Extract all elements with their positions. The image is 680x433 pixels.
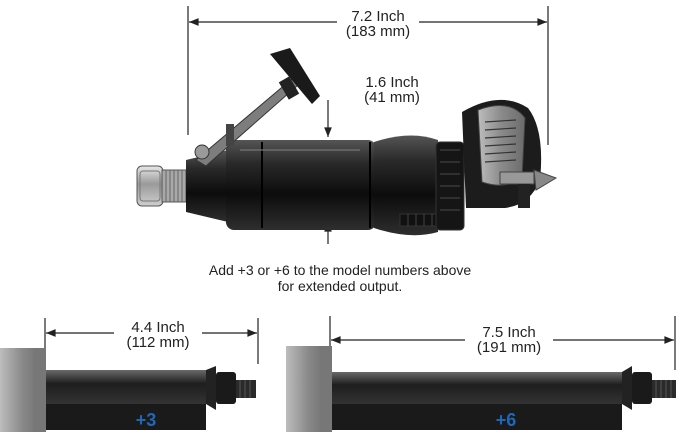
extension-6-image: [286, 346, 676, 432]
extended-output-note: Add +3 or +6 to the model numbers above …: [0, 262, 680, 294]
extension-3-inch: 4.4 Inch: [131, 319, 185, 336]
overall-length-label: 7.2 Inch (183 mm): [337, 9, 419, 39]
note-line-1: Add +3 or +6 to the model numbers above: [208, 262, 472, 278]
extension-6-inch: 7.5 Inch: [482, 324, 536, 341]
extension-3-image: [0, 348, 256, 432]
body-diameter-inch: 1.6 Inch: [365, 74, 419, 91]
extension-3-length-label: 4.4 Inch (112 mm): [114, 320, 202, 350]
body-diameter-label: 1.6 Inch (41 mm): [350, 75, 434, 105]
extension-6-badge: +6: [495, 410, 517, 430]
note-line-2: for extended output.: [277, 278, 403, 294]
extension-3-mm: (112 mm): [126, 334, 190, 351]
extension-6-mm: (191 mm): [476, 339, 542, 356]
overall-length-mm: (183 mm): [345, 23, 411, 40]
extension-6-length-label: 7.5 Inch (191 mm): [465, 325, 553, 355]
body-diameter-mm: (41 mm): [364, 89, 420, 106]
overall-length-inch: 7.2 Inch: [351, 8, 405, 25]
grinder-tool: [136, 48, 558, 236]
extension-3-badge: +3: [135, 410, 157, 430]
